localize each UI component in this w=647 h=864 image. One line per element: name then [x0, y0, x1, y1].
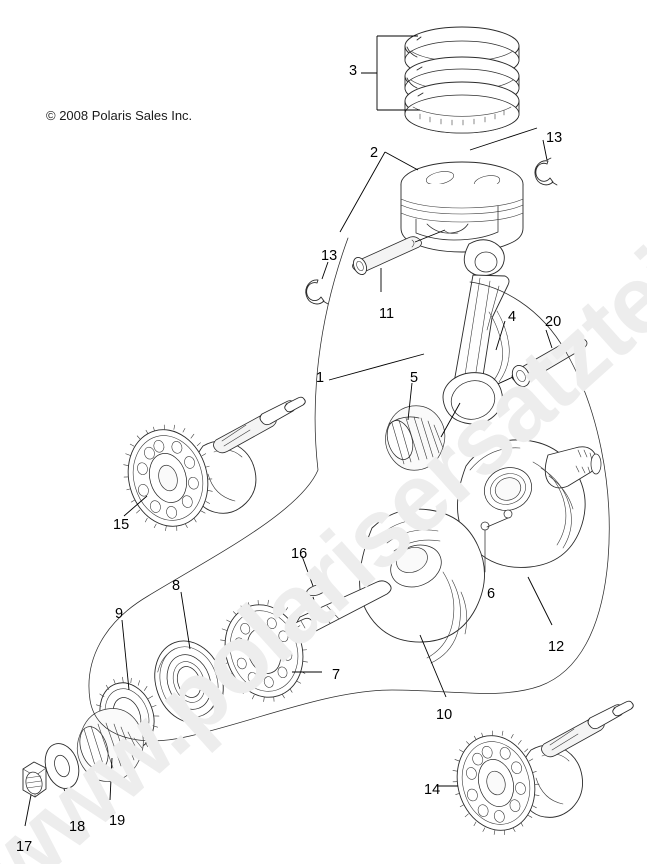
callout-20: 20	[545, 314, 562, 330]
callout-9: 9	[115, 606, 124, 622]
part-16-woodruff-key	[301, 555, 327, 612]
part-19-needle-bearing	[76, 708, 144, 801]
callout-18: 18	[69, 819, 86, 835]
part-4-connecting-rod	[328, 239, 510, 425]
callout-4: 4	[508, 309, 517, 325]
part-13-circlip-left	[305, 261, 329, 305]
callout-10: 10	[436, 707, 453, 723]
part-6-dowel-pins	[480, 509, 513, 573]
part-20-crank-pin	[477, 329, 588, 394]
callout-7: 7	[332, 667, 341, 683]
part-12-counterweight	[457, 439, 602, 626]
callout-5: 5	[410, 370, 419, 386]
callout-3: 3	[349, 63, 358, 79]
part-8-ball-bearing	[154, 591, 224, 724]
part-13-circlip-right	[469, 127, 558, 186]
assembly-envelope	[88, 237, 610, 742]
callout-13-left: 13	[321, 248, 338, 264]
callout-17: 17	[16, 839, 33, 855]
callout-2: 2	[370, 145, 379, 161]
callout-16: 16	[291, 546, 308, 562]
callout-11: 11	[379, 306, 395, 322]
part-11-piston-pin	[352, 229, 446, 292]
part-18-flat-washer	[44, 743, 80, 807]
callout-13-right: 13	[546, 130, 563, 146]
part-17-flange-nut	[22, 761, 47, 827]
part-7-drive-gear	[220, 599, 322, 702]
callout-6: 6	[487, 586, 496, 602]
callout-15: 15	[113, 517, 130, 533]
copyright-notice: © 2008 Polaris Sales Inc.	[46, 108, 193, 123]
part-3-piston-ring-set	[361, 26, 520, 134]
callout-8: 8	[172, 578, 181, 594]
part-10-crankshaft	[277, 508, 485, 698]
part-14-balance-shaft-rear	[437, 700, 634, 835]
part-2-piston	[339, 151, 524, 253]
callout-1: 1	[316, 370, 325, 386]
part-15-balance-shaft-front	[123, 396, 306, 532]
callout-14: 14	[424, 782, 441, 798]
callout-19: 19	[109, 813, 126, 829]
part-5-needle-bearing	[385, 382, 461, 471]
callout-12: 12	[548, 639, 565, 655]
